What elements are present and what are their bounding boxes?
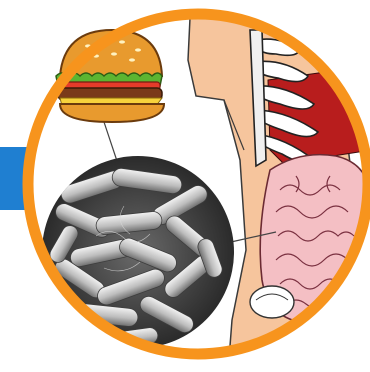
intestines-icon [250, 155, 370, 324]
bacteria-micrograph [42, 156, 234, 349]
